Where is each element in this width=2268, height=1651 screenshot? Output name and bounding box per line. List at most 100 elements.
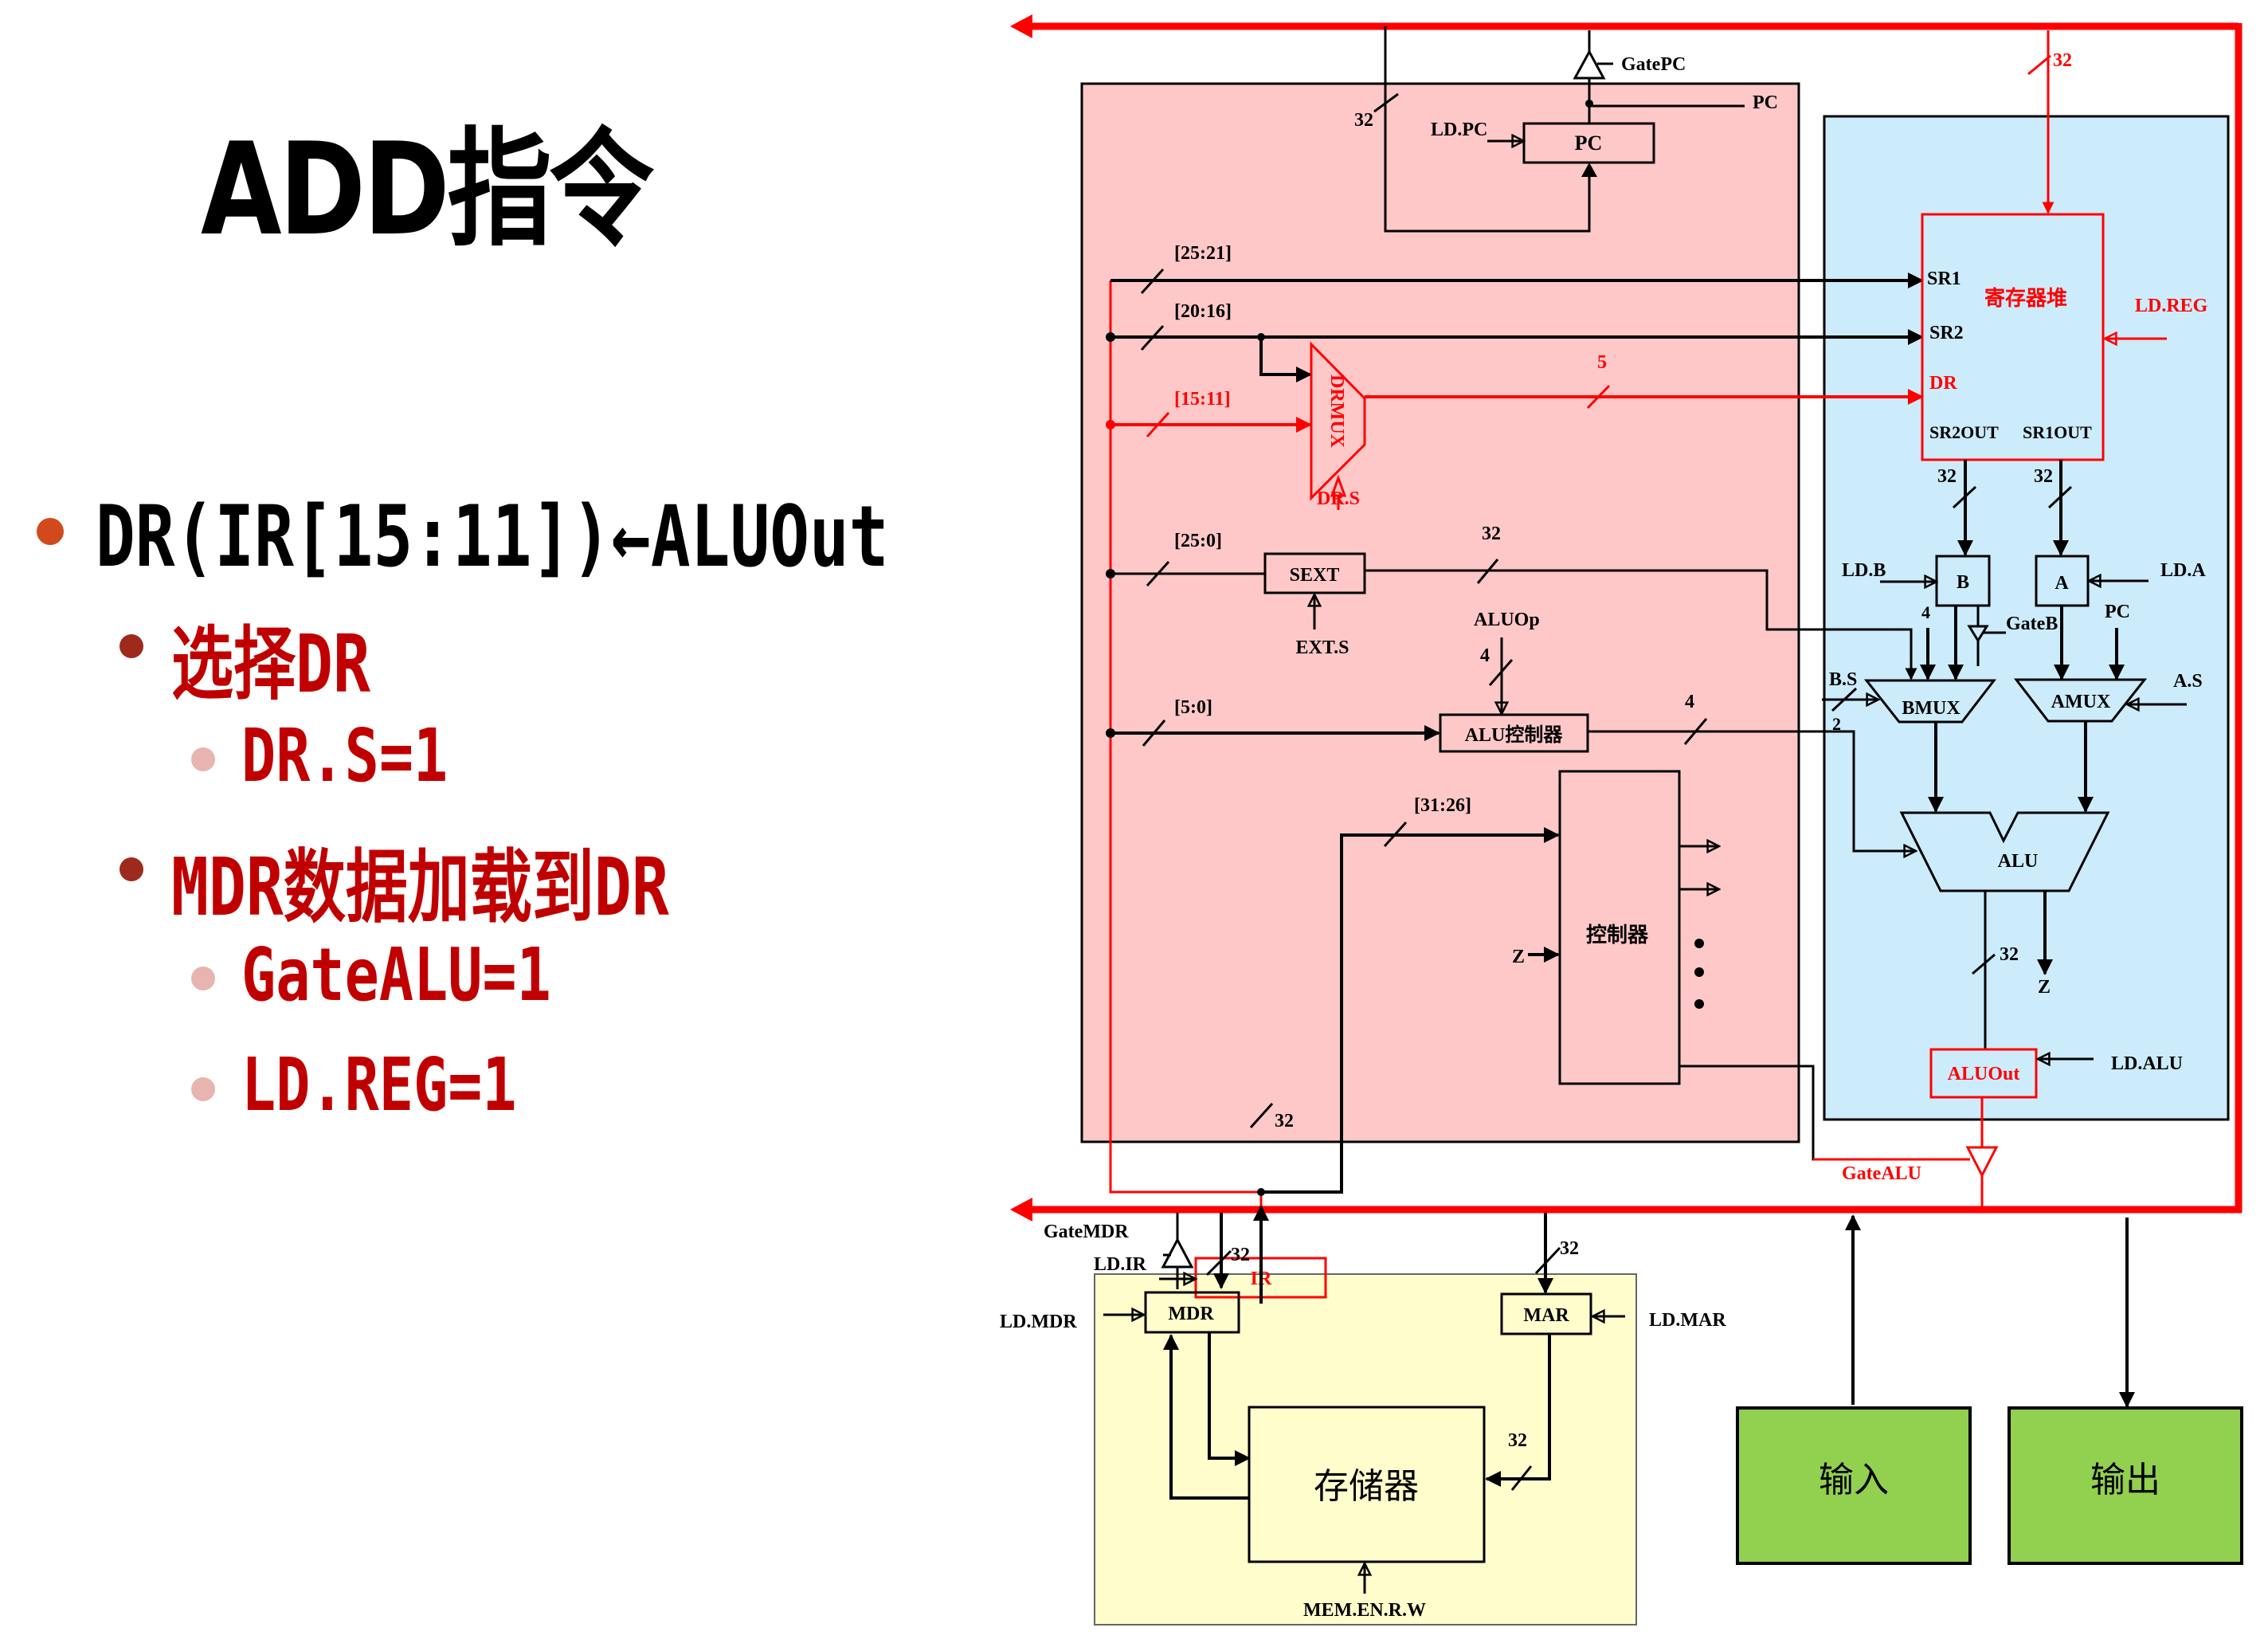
aluop-width-label: 4: [1480, 645, 1490, 666]
ld-alu-label: LD.ALU: [2111, 1053, 2183, 1074]
output-device: [2008, 1406, 2243, 1565]
gate-alu-label: GateALU: [1842, 1163, 1921, 1184]
sr1out-label: SR1OUT: [2023, 422, 2092, 442]
mar-label: MAR: [1523, 1305, 1569, 1326]
field-25-21-label: [25:21]: [1174, 243, 1232, 264]
input-device: [1736, 1406, 1972, 1565]
ext-s-label: EXT.S: [1296, 637, 1349, 658]
bullet-dot: [191, 1077, 215, 1101]
gate-mdr-label: GateMDR: [1044, 1222, 1129, 1242]
aluout-register: [1929, 1048, 2038, 1099]
bullet-dot: [119, 857, 143, 881]
bullet-level2-text: MDR数据加载到DR: [171, 841, 669, 934]
bullet-level2-text: 选择DR: [171, 618, 370, 711]
field-25-0-label: [25:0]: [1174, 531, 1222, 551]
bullet-dot: [119, 634, 143, 658]
controller: [1558, 770, 1681, 1085]
aluout-label: ALUOut: [1948, 1064, 2020, 1084]
alu-z-label: Z: [2038, 977, 2051, 998]
mem-en-rw-label: MEM.EN.R.W: [1303, 1600, 1426, 1621]
dr-width-label: 5: [1597, 352, 1607, 373]
dr-s-label: DR.S: [1317, 488, 1360, 509]
output-label: 输出: [2090, 1460, 2160, 1500]
memory-label: 存储器: [1314, 1466, 1419, 1507]
bus-bottom: [1010, 1198, 2242, 1222]
alu-out-width: 32: [2000, 944, 2019, 965]
amux: [2013, 678, 2148, 723]
sr1out-width: 32: [2034, 466, 2053, 487]
sr2out-label: SR2OUT: [1929, 422, 1999, 442]
gate-mdr-tristate: [1161, 1237, 1194, 1269]
pc-section: 32 PC LD.PC PC GatePC: [1354, 26, 1778, 233]
sr2out-width: 32: [1937, 466, 1957, 487]
ld-a-label: LD.A: [2160, 560, 2206, 581]
pc-out-label: PC: [1753, 92, 1778, 113]
gate-pc-label: GatePC: [1621, 54, 1686, 75]
register-file: [1921, 213, 2105, 461]
alu-controller: [1439, 713, 1589, 753]
bullet-level3-text: DR.S=1: [241, 713, 449, 798]
ld-ir-label: LD.IR: [1094, 1254, 1147, 1275]
controller-label: 控制器: [1586, 924, 1649, 947]
dr-port-label: DR: [1929, 373, 1957, 394]
bullet-level3-text: GateALU=1: [241, 932, 551, 1018]
field-15-11-label: [15:11]: [1174, 389, 1231, 410]
register-b-label: B: [1957, 572, 1969, 593]
register-file-label: 寄存器堆: [1984, 286, 2067, 310]
ld-pc-label: LD.PC: [1431, 120, 1487, 140]
field-20-16-label: [20:16]: [1174, 301, 1232, 322]
mdr-width-label: 32: [1231, 1245, 1250, 1265]
mdr-register: [1144, 1291, 1240, 1334]
bmux-label: BMUX: [1902, 698, 1961, 719]
field-5-0-label: [5:0]: [1174, 697, 1212, 718]
memory-unit: [1248, 1406, 1486, 1563]
bullet-dot: [37, 518, 64, 545]
bullet-level3-text: LD.REG=1: [241, 1042, 517, 1127]
regfile-in-width: 32: [2053, 50, 2072, 71]
sr1-port-label: SR1: [1927, 269, 1961, 289]
gate-pc-tristate: [1573, 49, 1606, 80]
field-31-26-label: [31:26]: [1414, 795, 1471, 816]
alu-controller-label: ALU控制器: [1465, 724, 1564, 746]
bullet-dot: [191, 967, 215, 990]
sr2-port-label: SR2: [1929, 323, 1964, 343]
bullet-dot: [191, 747, 215, 771]
gate-b-label: GateB: [2006, 614, 2058, 634]
slide-title: ADD指令: [201, 115, 654, 264]
drmux: DRMUX DR.S: [1310, 341, 1366, 510]
mar-width-label: 32: [1560, 1238, 1579, 1259]
aluop-label: ALUOp: [1474, 610, 1540, 630]
ir-width-label: 32: [1275, 1111, 1294, 1131]
register-a-label: A: [2055, 573, 2069, 594]
bullet-list: DR(IR[15:11])←ALUOut 选择DR DR.S=1 MDR数据加载…: [0, 0, 1036, 1651]
ld-b-label: LD.B: [1842, 560, 1886, 581]
alu-label: ALU: [1998, 851, 2039, 872]
ld-mdr-label: LD.MDR: [1000, 1312, 1077, 1332]
bmux-const-label: 4: [1921, 602, 1930, 622]
bs-width-label: 2: [1832, 714, 1841, 734]
pc-width-label: 32: [1354, 110, 1373, 131]
sext-width-label: 32: [1482, 524, 1501, 544]
ld-mar-label: LD.MAR: [1649, 1310, 1726, 1331]
gate-alu-tristate: [1965, 1146, 1999, 1178]
amux-label: AMUX: [2051, 692, 2111, 712]
controller-z-label: Z: [1512, 947, 1525, 967]
alu: [1899, 811, 2110, 892]
bmux: [1863, 679, 1997, 724]
bs-label: B.S: [1829, 669, 1857, 690]
mar-register: [1500, 1292, 1592, 1335]
ld-reg-label: LD.REG: [2135, 296, 2208, 316]
sext-label: SEXT: [1290, 565, 1340, 586]
alu-ctrl-width-label: 4: [1685, 692, 1694, 712]
as-label: A.S: [2173, 671, 2203, 692]
gate-b-tristate: [1967, 625, 1989, 643]
input-label: 输入: [1819, 1460, 1889, 1500]
amux-pc-label: PC: [2105, 602, 2130, 622]
bus-top: [1010, 14, 2239, 38]
bullet-level1-text: DR(IR[15:11])←ALUOut: [96, 488, 889, 586]
mar-addr-width-label: 32: [1508, 1430, 1527, 1451]
pc-register-label: PC: [1575, 131, 1603, 155]
drmux-label: DRMUX: [1326, 375, 1347, 449]
sext-unit: [1263, 552, 1366, 594]
